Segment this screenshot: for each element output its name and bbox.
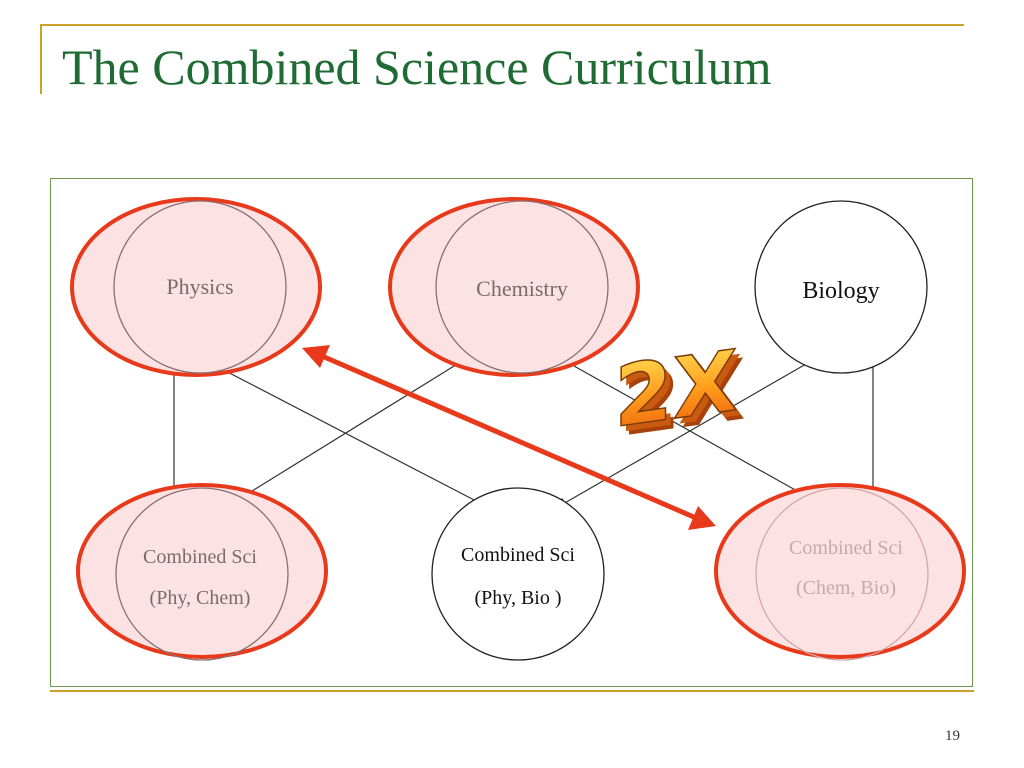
node-chembio-line2: (Chem, Bio)	[796, 577, 896, 599]
node-physics-label: Physics	[166, 274, 233, 299]
node-biology-circle	[754, 200, 928, 374]
wordart-2x-callout: 2X 2X 2X	[614, 331, 746, 456]
wordart-2x-shadow: 2X	[622, 341, 745, 456]
node-chembio-circle	[755, 487, 929, 661]
node-biology-label: Biology	[802, 278, 879, 304]
highlight-ellipses	[70, 197, 966, 659]
title-top-rule	[40, 24, 964, 26]
slide-title: The Combined Science Curriculum	[62, 39, 772, 95]
node-circles	[113, 200, 929, 661]
highlight-chembio	[714, 483, 966, 659]
edge-chemistry-to-phychem	[243, 349, 481, 497]
edge-biology-to-phybio	[562, 363, 807, 505]
node-physics-circle	[113, 200, 287, 374]
page-number: 19	[945, 728, 960, 744]
node-phybio-line2: (Phy, Bio )	[474, 587, 561, 609]
footer-rule	[50, 690, 974, 692]
title-left-rule	[40, 24, 42, 94]
node-phychem-line2: (Phy, Chem)	[150, 587, 251, 609]
node-phybio-circle	[431, 487, 605, 661]
highlight-physics	[70, 197, 322, 377]
highlight-chemistry	[388, 197, 640, 377]
node-phychem-circle	[115, 487, 289, 661]
arrow-head-left	[302, 345, 330, 368]
wordart-2x-text: 2X	[614, 332, 737, 447]
connector-lines	[173, 349, 874, 505]
node-phychem-line1: Combined Sci	[143, 546, 257, 568]
node-chemistry-label: Chemistry	[476, 276, 568, 301]
node-chembio-line1: Combined Sci	[789, 537, 903, 559]
highlight-phychem	[76, 483, 328, 659]
node-chemistry-circle	[435, 200, 609, 374]
edge-chemistry-to-chembio	[573, 365, 807, 497]
node-phybio-line1: Combined Sci	[461, 544, 575, 566]
edge-physics-to-phybio	[215, 365, 479, 503]
arrow-head-right	[688, 506, 716, 530]
double-headed-arrow	[302, 345, 716, 530]
wordart-2x-depth: 2X	[619, 337, 742, 452]
